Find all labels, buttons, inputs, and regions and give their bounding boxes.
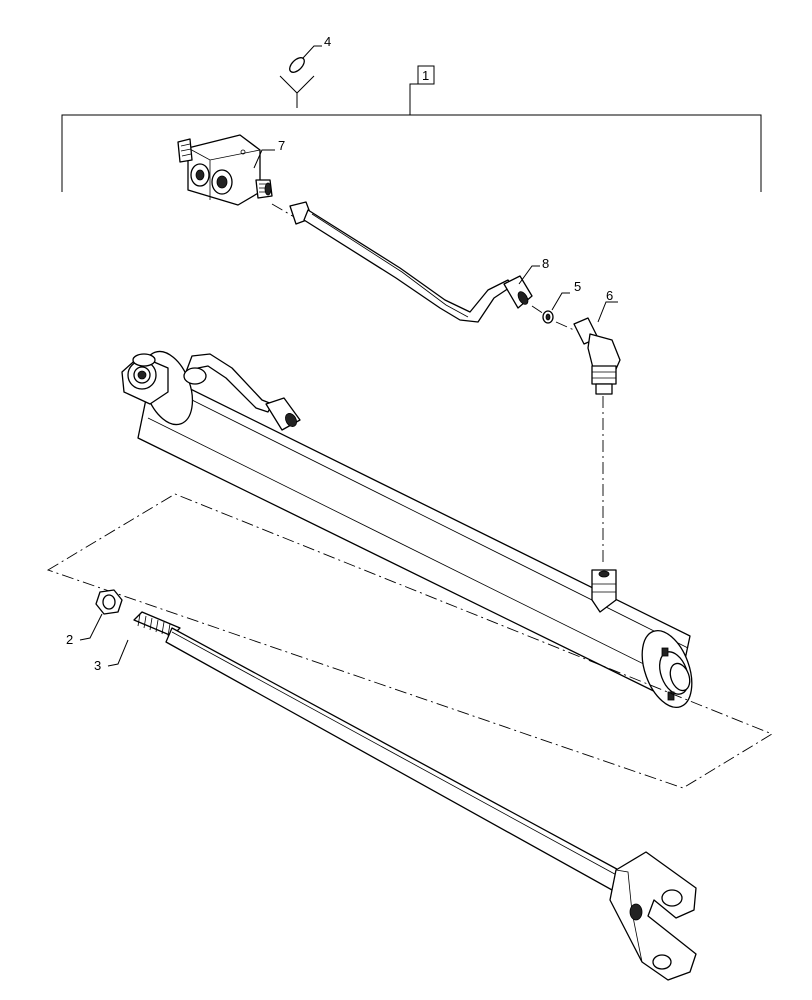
part-7-valve-block: 7	[177, 134, 285, 206]
part-2-hex-nut: 2	[66, 589, 123, 647]
callout-label-4: 4	[324, 34, 331, 49]
part-4-o-ring: 4	[279, 34, 331, 108]
callout-label-3: 3	[94, 658, 101, 673]
callout-box-1	[417, 65, 435, 85]
assembly-bracket: 1	[61, 65, 762, 192]
callout-label-1: 1	[422, 68, 429, 83]
part-6-elbow-fitting: 6	[555, 288, 621, 395]
callout-label-5: 5	[574, 279, 581, 294]
part-cylinder-tube	[183, 353, 301, 431]
callout-label-2: 2	[66, 632, 73, 647]
callout-label-8: 8	[542, 256, 549, 271]
callout-label-6: 6	[606, 288, 613, 303]
part-8-tube-assembly: 8	[289, 201, 549, 323]
part-3-threaded-rod: 3	[94, 611, 697, 981]
callout-label-7: 7	[278, 138, 285, 153]
part-hydraulic-cylinder	[121, 350, 693, 708]
assembly-plane-outline	[46, 493, 774, 789]
part-5-seal: 5	[531, 279, 581, 324]
